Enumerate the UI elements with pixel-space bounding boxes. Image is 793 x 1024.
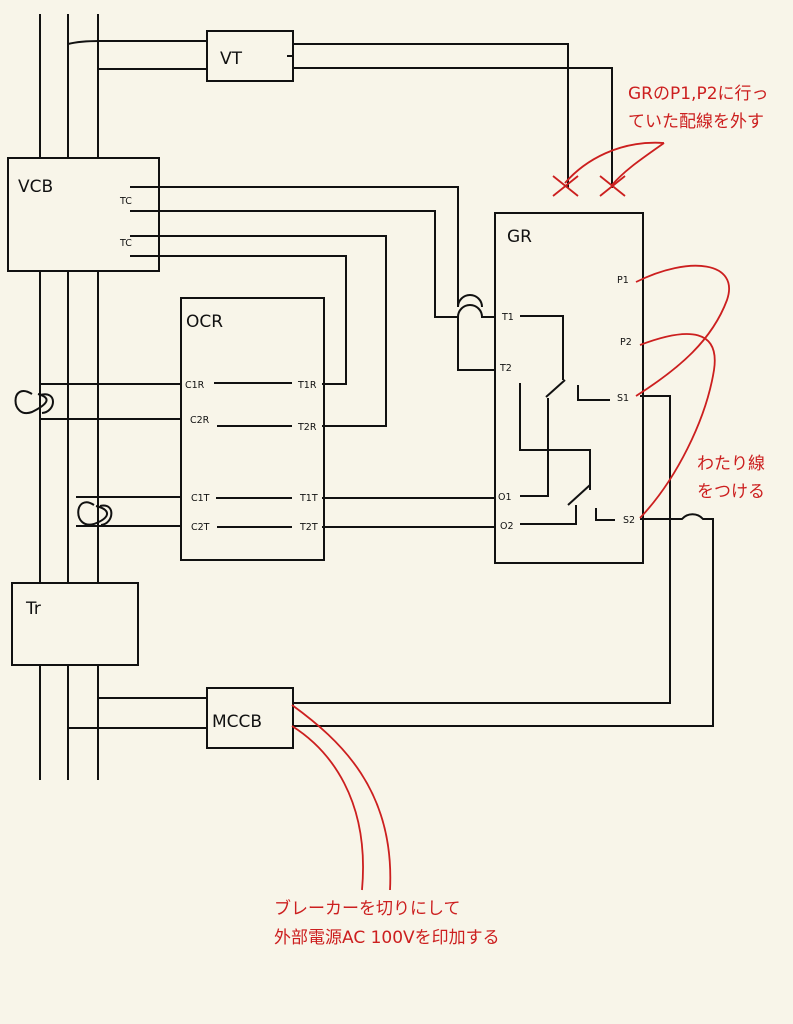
gr-mccb-wires — [293, 395, 714, 727]
annotation-jumper-line2: をつける — [697, 482, 765, 502]
annotation-jumper-line1: わたり線 — [697, 454, 765, 474]
vcb-box — [7, 157, 160, 272]
ocr-box — [180, 297, 325, 561]
ocr-c2t-label: C2T — [191, 522, 210, 533]
gr-p2-label: P2 — [620, 337, 632, 348]
mccb-unit: MCCB — [68, 687, 294, 749]
annotation-apply-line2: 外部電源AC 100Vを印加する — [274, 928, 500, 948]
annotation-jumper: わたり線 をつける — [635, 264, 765, 519]
ocr-t2r-label: T2R — [297, 422, 317, 433]
vt-unit: VT — [67, 30, 613, 188]
vcb-unit: VCB TC TC — [7, 157, 160, 272]
gr-p1-label: P1 — [617, 275, 629, 286]
ocr-c2r-label: C2R — [190, 415, 210, 426]
gr-s2-label: S2 — [623, 515, 635, 526]
ocr-unit: OCR C1R C2R T1R T2R C1T C2T T1T T2T — [180, 297, 495, 561]
ocr-t2t-label: T2T — [299, 522, 318, 533]
ocr-t1t-label: T1T — [299, 493, 318, 504]
gr-t1-label: T1 — [501, 312, 514, 323]
gr-unit: GR T1 T2 P1 P2 S1 S2 O1 O2 — [494, 212, 644, 564]
ocr-c1r-label: C1R — [185, 380, 205, 391]
main-bus — [39, 14, 99, 780]
gr-o1-label: O1 — [498, 492, 512, 503]
gr-label: GR — [507, 227, 532, 247]
annotation-apply-line1: ブレーカーを切りにして — [274, 898, 461, 919]
ct-coils — [14, 383, 181, 527]
vcb-tc2-label: TC — [119, 238, 132, 249]
gr-s1-label: S1 — [617, 393, 629, 404]
tr-box — [11, 582, 139, 666]
annotation-apply-power: ブレーカーを切りにして 外部電源AC 100Vを印加する — [274, 704, 500, 948]
vt-label: VT — [220, 49, 243, 69]
gr-box — [494, 212, 644, 564]
mccb-label: MCCB — [212, 712, 262, 732]
vcb-gr-wires — [130, 186, 495, 427]
tr-unit: Tr — [11, 582, 139, 666]
gr-o2-label: O2 — [500, 521, 514, 532]
vcb-tc1-label: TC — [119, 196, 132, 207]
annotation-remove-line2: ていた配線を外す — [628, 112, 764, 132]
mccb-box — [206, 687, 294, 749]
ocr-t1r-label: T1R — [297, 380, 317, 391]
ocr-c1t-label: C1T — [191, 493, 210, 504]
gr-t2-label: T2 — [499, 363, 512, 374]
annotation-remove-line1: GRのP1,P2に行っ — [628, 84, 769, 104]
ocr-label: OCR — [186, 312, 223, 332]
annotation-remove-wires: GRのP1,P2に行っ ていた配線を外す — [552, 84, 769, 197]
tr-label: Tr — [25, 599, 41, 619]
vcb-label: VCB — [18, 177, 53, 197]
